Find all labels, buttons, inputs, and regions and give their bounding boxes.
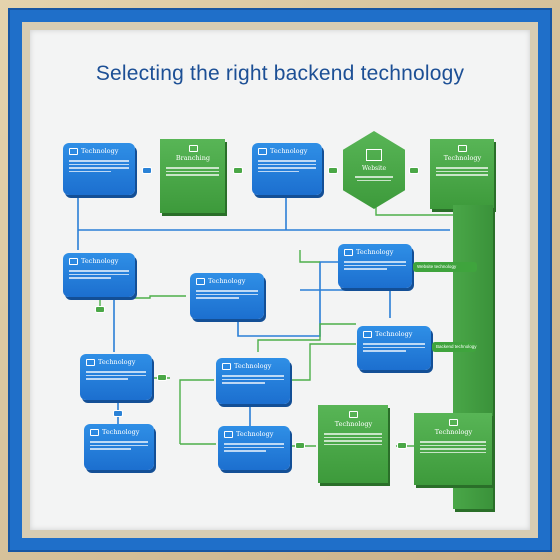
node-label: Technology <box>356 248 394 256</box>
node-label: Technology <box>234 362 272 370</box>
grid-icon <box>344 248 353 256</box>
node-technology-11[interactable]: Technology <box>218 426 290 470</box>
node-technology-2[interactable]: Technology <box>252 143 322 195</box>
connector-chip <box>328 167 338 174</box>
node-label: Technology <box>208 277 246 285</box>
node-technology-10[interactable]: Technology <box>84 424 154 470</box>
connector-chip <box>295 442 305 449</box>
tag-website-technology: Website technology <box>413 262 477 272</box>
connector-chip <box>397 442 407 449</box>
connector-chip <box>113 410 123 417</box>
node-technology-8[interactable]: Technology <box>80 354 152 400</box>
node-technology-13[interactable]: Technology <box>414 413 492 485</box>
node-label: Technology <box>236 430 274 438</box>
flowchart-icon <box>349 411 358 418</box>
node-label: Technology <box>375 330 413 338</box>
node-technology-9[interactable]: Technology <box>216 358 290 404</box>
node-label: Technology <box>434 428 473 436</box>
node-label: Technology <box>81 147 119 155</box>
node-technology-4[interactable]: Technology <box>63 253 135 297</box>
document-icon <box>449 419 458 426</box>
node-label: Technology <box>98 358 136 366</box>
cloud-icon <box>196 277 205 285</box>
node-label: Branching <box>175 154 211 162</box>
upload-icon <box>222 362 231 370</box>
node-technology-1[interactable]: Technology <box>63 143 135 195</box>
tag-label: Backend technology <box>436 344 477 349</box>
user-icon <box>90 428 99 436</box>
gear-icon <box>258 147 267 155</box>
node-label: Technology <box>443 154 482 162</box>
connector-chip <box>142 167 152 174</box>
node-label: Technology <box>334 420 373 428</box>
upload-icon <box>86 358 95 366</box>
node-technology-7[interactable]: Technology <box>357 326 431 370</box>
node-label: Website <box>361 165 387 172</box>
connector-chip <box>95 306 105 313</box>
connector-chip <box>233 167 243 174</box>
database-icon <box>188 145 198 152</box>
node-label: Technology <box>102 428 140 436</box>
title-text: Selecting the right backend technology <box>95 62 465 85</box>
node-branching[interactable]: Branching <box>160 139 225 213</box>
tag-label: Website technology <box>417 264 457 269</box>
server-rack-icon <box>458 145 467 152</box>
node-technology-12[interactable]: Technology <box>318 405 388 483</box>
server-icon <box>69 147 78 155</box>
poster-title: Selecting the right backend technology <box>0 62 560 86</box>
node-label: Technology <box>270 147 308 155</box>
tag-backend-technology: Backend technology <box>432 342 477 352</box>
monitor-icon <box>366 149 382 161</box>
upload-icon <box>224 430 233 438</box>
node-label: Technology <box>81 257 119 265</box>
node-technology-5[interactable]: Technology <box>338 244 412 288</box>
connector-chip <box>409 167 419 174</box>
upload-icon <box>363 330 372 338</box>
connector-chip <box>157 374 167 381</box>
node-technology-3[interactable]: Technology <box>430 139 494 209</box>
node-technology-6[interactable]: Technology <box>190 273 264 319</box>
node-website-hexagon[interactable]: Website <box>343 131 405 209</box>
server-icon <box>69 257 78 265</box>
